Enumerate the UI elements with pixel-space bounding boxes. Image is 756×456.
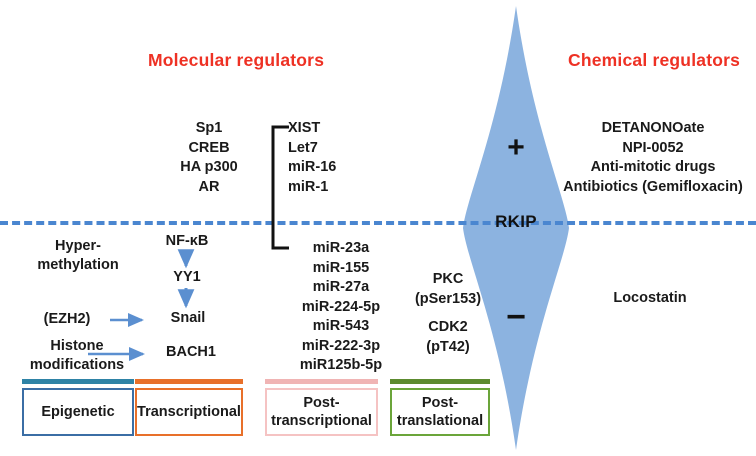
category-epigenetic[interactable]: Epigenetic (22, 379, 134, 436)
category-transcriptional-label: Transcriptional (137, 404, 241, 420)
category-transcriptional-accent-bar (135, 379, 243, 384)
molecular-regulators-title: Molecular regulators (148, 50, 325, 70)
tf-item-hap300: HA p300 (180, 159, 238, 175)
snail-node: Snail (170, 310, 206, 326)
category-post-transcriptional-label-line2: transcriptional (271, 413, 372, 429)
ptm-site-pkc: (pSer153) (414, 290, 482, 307)
chem-pos-item-detanonoate: DETANONOate (601, 120, 705, 136)
ptm-kinase-cdk2: CDK2 (428, 319, 468, 335)
category-epigenetic-box[interactable]: Epigenetic (22, 388, 134, 436)
category-transcriptional[interactable]: Transcriptional (135, 379, 243, 436)
positive-regulation-sign: + (507, 131, 525, 164)
ncrna-neg-item-mir224-5p: miR-224-5p (301, 298, 381, 315)
bach1-node: BACH1 (166, 344, 216, 360)
post-translational-modifier-list: PKC (pSer153) CDK2 (pT42) (398, 270, 498, 357)
category-post-transcriptional-accent-bar (265, 379, 378, 384)
category-epigenetic-accent-bar (22, 379, 134, 384)
category-post-translational-label-line2: translational (396, 413, 484, 429)
rkip-lens-shape (463, 6, 569, 450)
ptm-kinase-pkc: PKC (432, 271, 464, 287)
ezh2-label: (EZH2) (43, 311, 91, 327)
ncrna-neg-item-mir222-3p: miR-222-3p (301, 337, 381, 354)
category-post-translational[interactable]: Post- translational (390, 379, 490, 436)
category-post-translational-box[interactable]: Post- translational (390, 388, 490, 436)
category-post-transcriptional-box[interactable]: Post- transcriptional (265, 388, 378, 436)
ncrna-pos-item-mir1: miR-1 (288, 178, 329, 195)
positive-chemical-list: DETANONOate NPI-0052 Anti-mitotic drugs … (553, 119, 753, 197)
category-post-translational-label-line1: Post- (421, 395, 459, 411)
histone-modifications-label: Histone modifications (14, 337, 140, 375)
tf-item-ar: AR (198, 178, 220, 195)
ncrna-neg-item-mir27a: miR-27a (312, 279, 370, 295)
chem-pos-item-antibiotics: Antibiotics (Gemifloxacin) (563, 178, 743, 195)
ncrna-pos-item-mir16: miR-16 (288, 159, 337, 175)
ptm-site-cdk2: (pT42) (426, 338, 470, 355)
hypermethylation-line2: methylation (37, 257, 119, 273)
histone-line1: Histone (50, 338, 104, 354)
yy1-node: YY1 (173, 269, 201, 285)
category-epigenetic-label: Epigenetic (41, 404, 115, 420)
chemical-regulators-title: Chemical regulators (568, 50, 741, 70)
tf-item-sp1: Sp1 (195, 120, 223, 136)
hypermethylation-label: Hyper- methylation (18, 237, 138, 275)
chem-pos-item-npi0052: NPI-0052 (622, 139, 684, 156)
positive-ncrna-list: XIST Let7 miR-16 miR-1 (288, 119, 398, 197)
positive-transcription-factor-list: Sp1 CREB HA p300 AR (150, 119, 268, 197)
ncrna-neg-item-mir155: miR-155 (312, 259, 370, 276)
negative-ncrna-list: miR-23a miR-155 miR-27a miR-224-5p miR-5… (276, 239, 406, 376)
hypermethylation-line1: Hyper- (55, 238, 101, 254)
chem-pos-item-antimitotic: Anti-mitotic drugs (590, 159, 716, 175)
negative-chemical-locostatin: Locostatin (613, 290, 687, 306)
rkip-label: RKIP (495, 212, 537, 231)
negative-regulation-sign: − (506, 298, 526, 336)
membrane-dashed-line (0, 221, 756, 225)
ncrna-group-bracket (271, 125, 289, 250)
ncrna-pos-item-xist: XIST (288, 120, 321, 136)
nfkb-node: NF-κB (165, 233, 209, 249)
histone-line2: modifications (29, 357, 125, 373)
category-post-transcriptional[interactable]: Post- transcriptional (265, 379, 378, 436)
ncrna-neg-item-mir23a: miR-23a (312, 240, 370, 256)
ncrna-pos-item-let7: Let7 (288, 139, 318, 156)
category-post-translational-accent-bar (390, 379, 490, 384)
category-post-transcriptional-label-line1: Post- (303, 395, 340, 411)
ncrna-neg-item-mir125b-5p: miR125b-5p (299, 357, 383, 373)
category-transcriptional-box[interactable]: Transcriptional (135, 388, 243, 436)
ncrna-neg-item-mir543: miR-543 (312, 318, 370, 334)
tf-item-creb: CREB (188, 139, 230, 156)
